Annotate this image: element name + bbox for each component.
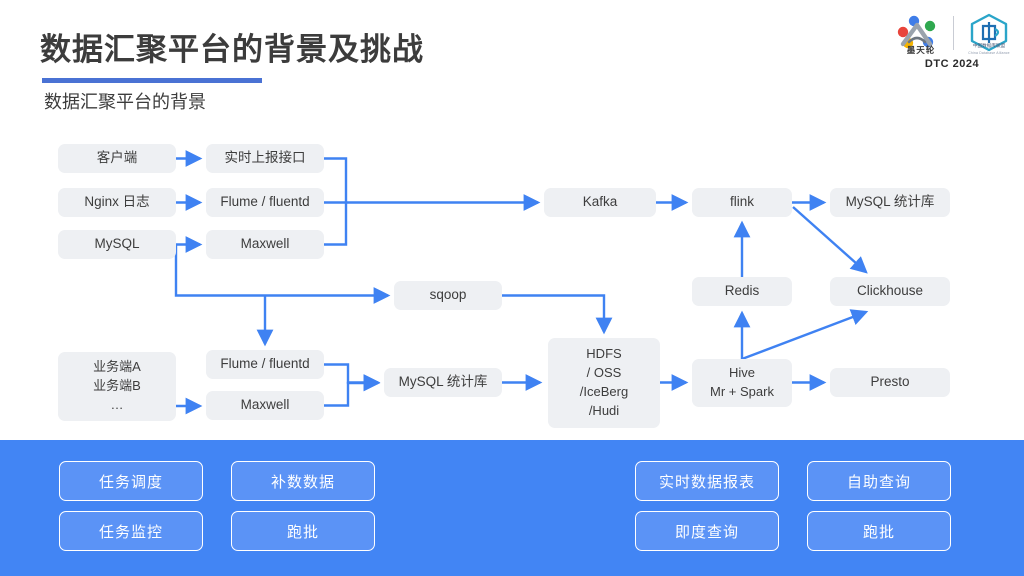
diagram-node-flume-top: Flume / fluentd xyxy=(206,188,324,217)
diagram-node-clickhouse: Clickhouse xyxy=(830,277,950,306)
footer-button-right-2[interactable]: 即度查询 xyxy=(635,511,779,551)
diagram-node-mysql-src: MySQL xyxy=(58,230,176,259)
footer-button-right-0[interactable]: 实时数据报表 xyxy=(635,461,779,501)
diagram-node-nginx: Nginx 日志 xyxy=(58,188,176,217)
capability-footer: 任务调度补数数据任务监控跑批实时数据报表自助查询即度查询跑批 xyxy=(0,440,1024,576)
diagram-node-presto: Presto xyxy=(830,368,950,397)
diagram-node-client: 客户端 xyxy=(58,144,176,173)
diagram-node-maxwell-bot: Maxwell xyxy=(206,391,324,420)
diagram-node-mysql-stat-top: MySQL 统计库 xyxy=(830,188,950,217)
diagram-node-flink: flink xyxy=(692,188,792,217)
diagram-node-redis: Redis xyxy=(692,277,792,306)
footer-button-right-1[interactable]: 自助查询 xyxy=(807,461,951,501)
title-accent-bar xyxy=(42,78,262,83)
cda-logo-icon: 中国数据库联盟 China Database Alliance xyxy=(962,12,1016,58)
branding-logos: 墨天轮 中国数据库联盟 China Database Alliance DTC … xyxy=(888,12,1016,74)
diagram-node-maxwell-top: Maxwell xyxy=(206,230,324,259)
dtc-caption: DTC 2024 xyxy=(924,58,980,70)
footer-button-left-2[interactable]: 任务监控 xyxy=(59,511,203,551)
cda-logo-text: 中国数据库联盟 xyxy=(972,43,1006,48)
diagram-node-kafka: Kafka xyxy=(544,188,656,217)
motianlun-logo-text: 墨天轮 xyxy=(906,45,936,55)
diagram-node-flume-bot: Flume / fluentd xyxy=(206,350,324,379)
footer-button-left-3[interactable]: 跑批 xyxy=(231,511,375,551)
motianlun-logo-icon: 墨天轮 xyxy=(894,12,948,58)
footer-button-left-0[interactable]: 任务调度 xyxy=(59,461,203,501)
diagram-node-hdfs: HDFS/ OSS/IceBerg/Hudi xyxy=(548,338,660,428)
cda-logo-subtext: China Database Alliance xyxy=(968,51,1010,55)
page-title: 数据汇聚平台的背景及挑战 xyxy=(40,32,424,67)
page-subtitle: 数据汇聚平台的背景 xyxy=(44,92,206,112)
diagram-node-mysql-stat-bot: MySQL 统计库 xyxy=(384,368,502,397)
logo-divider xyxy=(953,16,954,50)
footer-button-left-1[interactable]: 补数数据 xyxy=(231,461,375,501)
diagram-node-realtime-api: 实时上报接口 xyxy=(206,144,324,173)
diagram-node-sqoop: sqoop xyxy=(394,281,502,310)
footer-button-right-3[interactable]: 跑批 xyxy=(807,511,951,551)
